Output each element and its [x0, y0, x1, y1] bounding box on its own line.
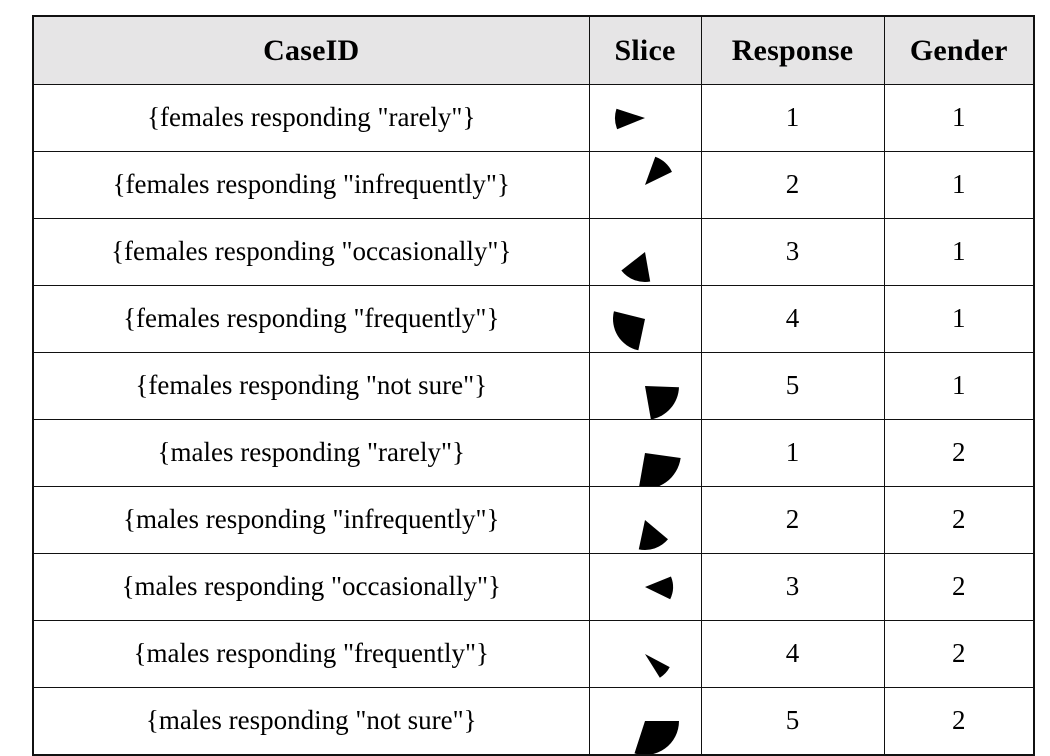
cell-response: 4 — [700, 620, 885, 688]
cell-slice — [588, 687, 702, 756]
cell-gender: 1 — [883, 84, 1035, 152]
cell-response: 2 — [700, 486, 885, 554]
pie-slice-icon — [590, 621, 701, 687]
cell-caseid: {males responding "rarely"} — [32, 419, 590, 487]
column-header-gender: Gender — [883, 16, 1035, 85]
cell-caseid: {females responding "frequently"} — [32, 285, 590, 353]
cell-caseid: {females responding "rarely"} — [32, 84, 590, 152]
column-header-slice: Slice — [588, 16, 702, 85]
cell-slice — [588, 419, 702, 487]
cell-gender: 2 — [883, 553, 1035, 621]
case-slice-table-container: CaseID Slice Response Gender {females re… — [32, 15, 1035, 756]
pie-slice-icon — [590, 353, 701, 419]
table-header: CaseID Slice Response Gender — [32, 16, 1035, 85]
cell-caseid: {males responding "infrequently"} — [32, 486, 590, 554]
cell-response: 3 — [700, 218, 885, 286]
pie-slice-icon — [590, 152, 701, 218]
cell-caseid: {males responding "occasionally"} — [32, 553, 590, 621]
cell-gender: 2 — [883, 419, 1035, 487]
cell-gender: 2 — [883, 620, 1035, 688]
cell-slice — [588, 84, 702, 152]
cell-gender: 2 — [883, 687, 1035, 756]
case-slice-table: CaseID Slice Response Gender {females re… — [32, 15, 1035, 756]
column-header-response: Response — [700, 16, 885, 85]
cell-gender: 1 — [883, 218, 1035, 286]
pie-slice-icon — [590, 487, 701, 553]
pie-slice-icon — [590, 420, 701, 486]
cell-gender: 1 — [883, 151, 1035, 219]
cell-slice — [588, 218, 702, 286]
table-header-row: CaseID Slice Response Gender — [32, 16, 1035, 85]
pie-slice-icon — [590, 286, 701, 352]
cell-slice — [588, 285, 702, 353]
cell-caseid: {females responding "occasionally"} — [32, 218, 590, 286]
pie-slice-icon — [590, 688, 701, 754]
cell-response: 5 — [700, 352, 885, 420]
pie-slice-icon — [590, 85, 701, 151]
cell-caseid: {males responding "not sure"} — [32, 687, 590, 756]
cell-response: 1 — [700, 419, 885, 487]
pie-slice-icon — [590, 219, 701, 285]
cell-gender: 2 — [883, 486, 1035, 554]
cell-slice — [588, 486, 702, 554]
cell-slice — [588, 352, 702, 420]
cell-response: 4 — [700, 285, 885, 353]
cell-response: 2 — [700, 151, 885, 219]
cell-caseid: {males responding "frequently"} — [32, 620, 590, 688]
column-header-caseid: CaseID — [32, 16, 590, 85]
cell-response: 1 — [700, 84, 885, 152]
cell-gender: 1 — [883, 285, 1035, 353]
cell-response: 5 — [700, 687, 885, 756]
cell-response: 3 — [700, 553, 885, 621]
cell-slice — [588, 620, 702, 688]
cell-gender: 1 — [883, 352, 1035, 420]
cell-slice — [588, 553, 702, 621]
cell-slice — [588, 151, 702, 219]
cell-caseid: {females responding "not sure"} — [32, 352, 590, 420]
pie-slice-icon — [590, 554, 701, 620]
cell-caseid: {females responding "infrequently"} — [32, 151, 590, 219]
